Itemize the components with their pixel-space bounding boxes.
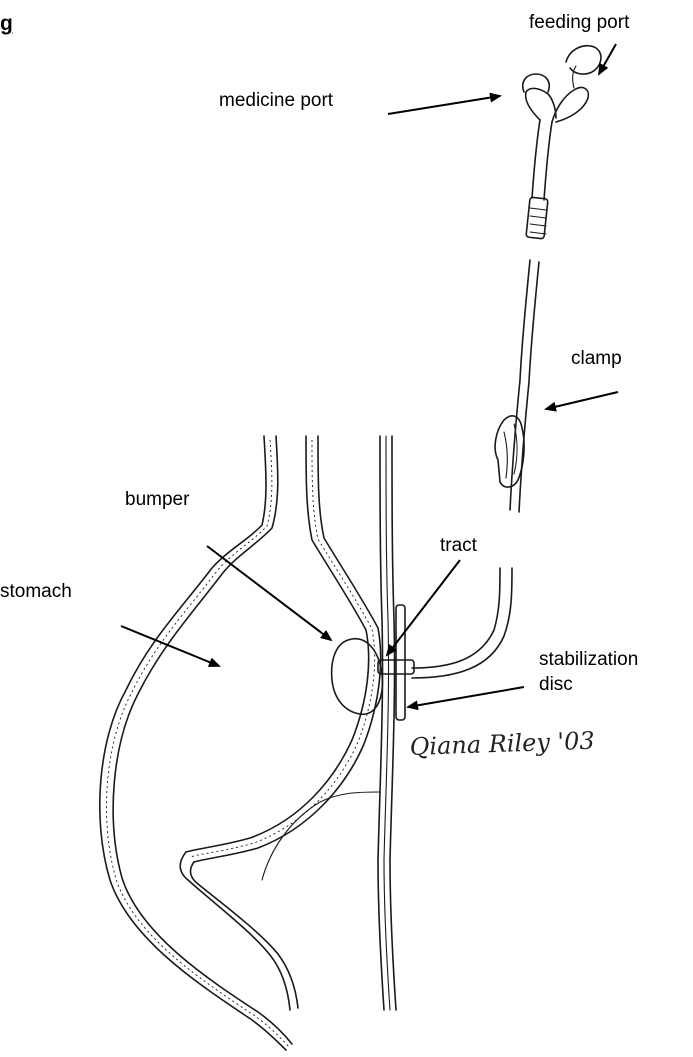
label-tract: tract [440,535,478,556]
arrow-stomach [121,626,219,666]
label-stabilization-line2: disc [539,674,573,695]
arrow-medicine-port [388,96,500,114]
arrow-clamp [546,392,618,409]
artist-signature: Qiana Riley '03 [409,727,595,761]
label-stabilization-line1: stabilization [539,649,638,670]
bumper [332,639,383,715]
stabilization-disc [378,605,414,720]
label-medicine-port: medicine port [219,90,334,111]
tube-shaft [378,436,396,1010]
label-feeding-port: feeding port [529,12,630,33]
stomach-wall [100,436,381,1050]
label-clamp: clamp [571,348,622,369]
arrow-stabilization-disc [408,687,524,707]
label-stomach: stomach [0,581,72,602]
heading-fragment: g [0,12,13,35]
external-tube [412,568,512,678]
label-bumper: bumper [125,489,190,510]
arrow-bumper [207,546,331,640]
arrow-tract [387,560,460,655]
clamp [495,416,524,487]
